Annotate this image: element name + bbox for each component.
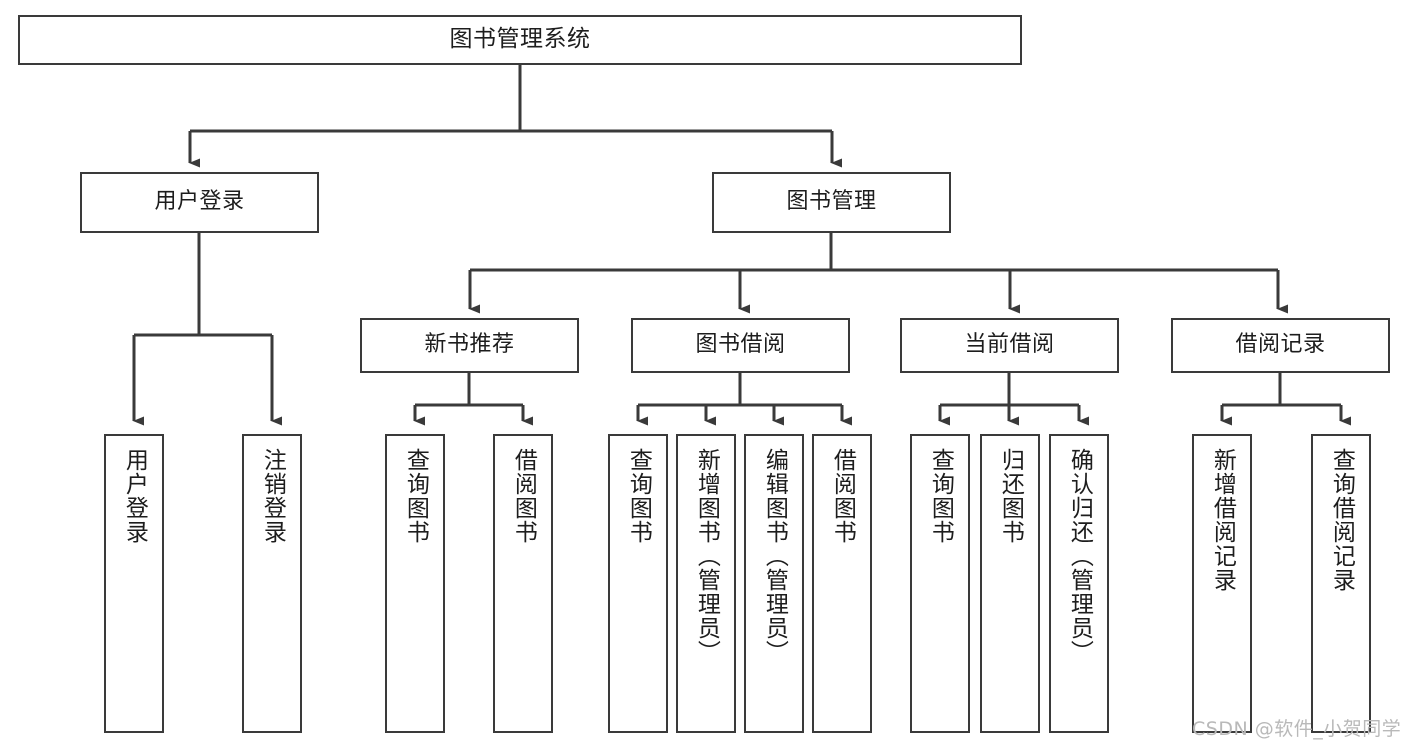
connectors-new-book xyxy=(413,373,533,426)
connectors-root xyxy=(188,65,842,168)
node-label: 图书管理系统 xyxy=(449,26,591,53)
connectors-user-login xyxy=(132,233,282,426)
node-label: 当前借阅 xyxy=(964,332,1055,358)
connectors-borrow-record xyxy=(1220,373,1351,426)
connectors-book-borrow xyxy=(636,373,852,426)
leaf-new-book-query[interactable]: 查询图书 xyxy=(385,434,445,733)
node-label: 查询图书 xyxy=(402,448,429,544)
node-label: 确认归还（管理员） xyxy=(1066,448,1093,664)
leaf-borrow-record-query[interactable]: 查询借阅记录 xyxy=(1311,434,1371,733)
node-label: 查询借阅记录 xyxy=(1328,448,1355,592)
node-label: 归还图书 xyxy=(997,448,1024,544)
node-label: 查询图书 xyxy=(625,448,652,544)
connectors-current-borrow xyxy=(938,373,1089,426)
csdn-watermark: CSDN @软件_小贺同学 xyxy=(1192,718,1402,740)
node-label: 图书管理 xyxy=(786,189,877,215)
connectors-book-management xyxy=(468,233,1288,314)
leaf-book-borrow-edit[interactable]: 编辑图书（管理员） xyxy=(744,434,804,733)
leaf-borrow-record-add[interactable]: 新增借阅记录 xyxy=(1192,434,1252,733)
node-label: 注销登录 xyxy=(259,448,286,544)
node-label: 借阅图书 xyxy=(510,448,537,544)
leaf-book-borrow-add[interactable]: 新增图书（管理员） xyxy=(676,434,736,733)
node-label: 图书借阅 xyxy=(695,332,786,358)
leaf-new-book-borrow[interactable]: 借阅图书 xyxy=(493,434,553,733)
node-label: 用户登录 xyxy=(121,448,148,544)
leaf-current-borrow-query[interactable]: 查询图书 xyxy=(910,434,970,733)
node-label: 查询图书 xyxy=(927,448,954,544)
node-book-management[interactable]: 图书管理 xyxy=(712,172,951,233)
node-label: 新书推荐 xyxy=(424,332,515,358)
node-new-book-recommend[interactable]: 新书推荐 xyxy=(360,318,579,373)
node-book-borrow[interactable]: 图书借阅 xyxy=(631,318,850,373)
node-label: 新增图书（管理员） xyxy=(693,448,720,664)
node-label: 借阅记录 xyxy=(1235,332,1326,358)
node-label: 新增借阅记录 xyxy=(1209,448,1236,592)
node-user-login[interactable]: 用户登录 xyxy=(80,172,319,233)
leaf-user-login-login[interactable]: 用户登录 xyxy=(104,434,164,733)
node-current-borrow[interactable]: 当前借阅 xyxy=(900,318,1119,373)
leaf-book-borrow-query[interactable]: 查询图书 xyxy=(608,434,668,733)
node-borrow-record[interactable]: 借阅记录 xyxy=(1171,318,1390,373)
leaf-current-borrow-return[interactable]: 归还图书 xyxy=(980,434,1040,733)
node-label: 借阅图书 xyxy=(829,448,856,544)
node-label: 用户登录 xyxy=(154,189,245,215)
leaf-book-borrow-borrow[interactable]: 借阅图书 xyxy=(812,434,872,733)
leaf-current-borrow-confirm-return[interactable]: 确认归还（管理员） xyxy=(1049,434,1109,733)
node-label: 编辑图书（管理员） xyxy=(761,448,788,664)
leaf-user-login-logout[interactable]: 注销登录 xyxy=(242,434,302,733)
node-root-system[interactable]: 图书管理系统 xyxy=(18,15,1022,65)
